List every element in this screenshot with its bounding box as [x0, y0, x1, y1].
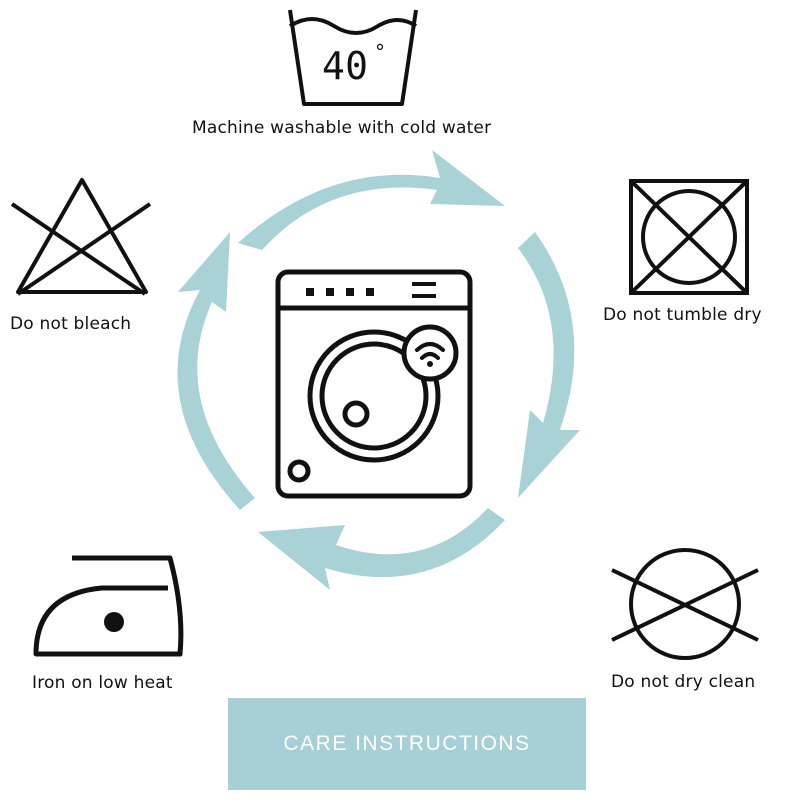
cycle-arrow-bottom — [258, 508, 505, 590]
no-dry-clean-label: Do not dry clean — [611, 672, 756, 692]
cycle-arrow-left — [177, 232, 255, 510]
no-tumble-dry-label: Do not tumble dry — [603, 305, 762, 325]
iron-label: Iron on low heat — [32, 673, 173, 693]
no-tumble-dry-icon — [629, 179, 749, 295]
cycle-arrow-right — [518, 232, 580, 498]
no-bleach-icon — [10, 178, 152, 296]
wash-tub-icon — [288, 9, 418, 106]
no-bleach-label: Do not bleach — [10, 314, 132, 334]
washing-machine-icon — [275, 269, 473, 499]
wash-label: Machine washable with cold water — [192, 118, 492, 138]
no-dry-clean-icon — [611, 548, 759, 660]
iron-icon — [33, 555, 184, 657]
care-instructions-banner: CARE INSTRUCTIONS — [228, 698, 586, 790]
banner-title: CARE INSTRUCTIONS — [283, 732, 531, 755]
wash-temperature: 40 — [322, 44, 369, 88]
wash-degree: ° — [375, 40, 386, 64]
cycle-arrow-top — [238, 150, 505, 250]
